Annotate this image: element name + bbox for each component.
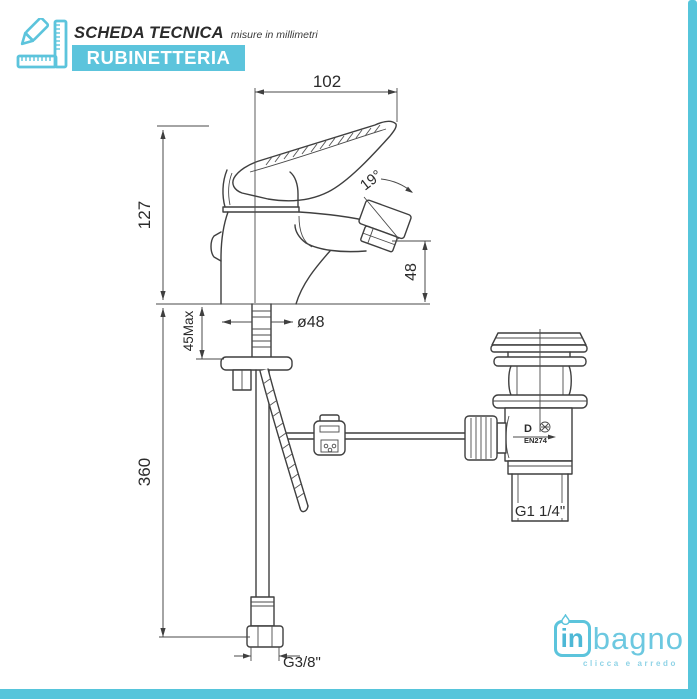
drain-cap xyxy=(491,332,587,346)
lever-hatching xyxy=(265,124,381,166)
bent-hose xyxy=(259,368,309,513)
brand-logo: in bagno clicca e arredo xyxy=(524,614,684,668)
frame-bottom-border xyxy=(0,689,697,699)
dim-19-label: 19° xyxy=(357,167,385,194)
dim-102: 102 xyxy=(254,72,398,303)
dim-45max: 45Max xyxy=(181,307,224,360)
drain-norm-label: EN274 xyxy=(524,436,548,445)
header: SCHEDA TECNICA misure in millimetri RUBIN… xyxy=(0,0,420,90)
dim-360-label: 360 xyxy=(135,458,154,486)
rod-connector xyxy=(313,414,346,456)
dim-48-label: 48 xyxy=(403,263,420,281)
dim-48: 48 xyxy=(392,240,431,302)
dim-dia48: ø48 xyxy=(222,314,325,331)
dim-dia48-label: ø48 xyxy=(297,314,325,331)
dim-g38: G3/8" xyxy=(234,647,321,671)
logo-bagno-text: bagno xyxy=(592,621,684,656)
dim-g38-label: G3/8" xyxy=(283,654,321,671)
mounting-washer xyxy=(220,356,293,371)
logo-in-box: in xyxy=(553,614,591,657)
faucet-body xyxy=(210,120,412,305)
dim-127: 127 xyxy=(135,125,209,300)
logo-tagline: clicca e arredo xyxy=(582,659,678,668)
dim-360: 360 xyxy=(135,308,250,638)
supply-hose xyxy=(246,369,284,648)
page-title: SCHEDA TECNICA xyxy=(74,24,224,42)
pop-up-rod xyxy=(282,432,469,440)
faucet-lever xyxy=(232,120,397,202)
droplet-icon xyxy=(560,614,570,625)
ruler-pencil-icon xyxy=(16,18,68,69)
page-subtitle: misure in millimetri xyxy=(230,29,318,41)
dim-102-label: 102 xyxy=(313,72,341,91)
category-badge: RUBINETTERIA xyxy=(72,45,245,71)
frame-right-border xyxy=(688,0,697,698)
inlet-nut xyxy=(246,625,284,648)
drain-body xyxy=(504,407,573,462)
dim-127-label: 127 xyxy=(135,201,154,229)
waste-thread-label: G1 1/4" xyxy=(515,503,565,520)
drain-mark-letter: D xyxy=(524,423,532,435)
spout-aerator xyxy=(358,199,412,253)
dim-45max-label: 45Max xyxy=(181,310,196,351)
drain-assembly: D EN274 G1 1/4" xyxy=(464,329,588,522)
mounting-shank xyxy=(220,303,293,391)
logo-in-text: in xyxy=(560,623,584,653)
